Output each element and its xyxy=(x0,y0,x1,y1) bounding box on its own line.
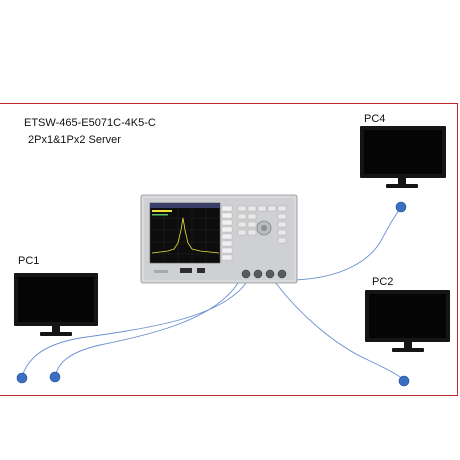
endpoint-pc4[interactable] xyxy=(395,201,407,213)
pc2-label: PC2 xyxy=(372,276,394,288)
pc1-label: PC1 xyxy=(18,255,40,267)
server-subtitle: 2Px1&1Px2 Server xyxy=(28,134,121,146)
pc2-monitor-icon xyxy=(365,290,450,352)
analyzer-ports xyxy=(241,269,287,279)
endpoint-pc2[interactable] xyxy=(398,375,410,387)
endpoint-pc1-a[interactable] xyxy=(16,372,28,384)
pc4-label: PC4 xyxy=(364,113,386,125)
cable-pc4 xyxy=(294,206,402,281)
pc4-monitor-icon xyxy=(360,126,446,188)
cable-pc2 xyxy=(274,281,405,381)
cable-pc1-b xyxy=(54,282,239,378)
network-boundary-frame xyxy=(0,103,458,396)
network-analyzer-icon xyxy=(140,194,298,284)
pc1-monitor-icon xyxy=(14,273,98,336)
cable-endpoints xyxy=(16,201,410,387)
cable-pc1-a xyxy=(21,282,247,377)
cables xyxy=(21,206,405,381)
analyzer-trace xyxy=(151,217,220,254)
endpoint-pc1-b[interactable] xyxy=(49,371,61,383)
server-title: ETSW-465-E5071C-4K5-C xyxy=(24,117,156,129)
